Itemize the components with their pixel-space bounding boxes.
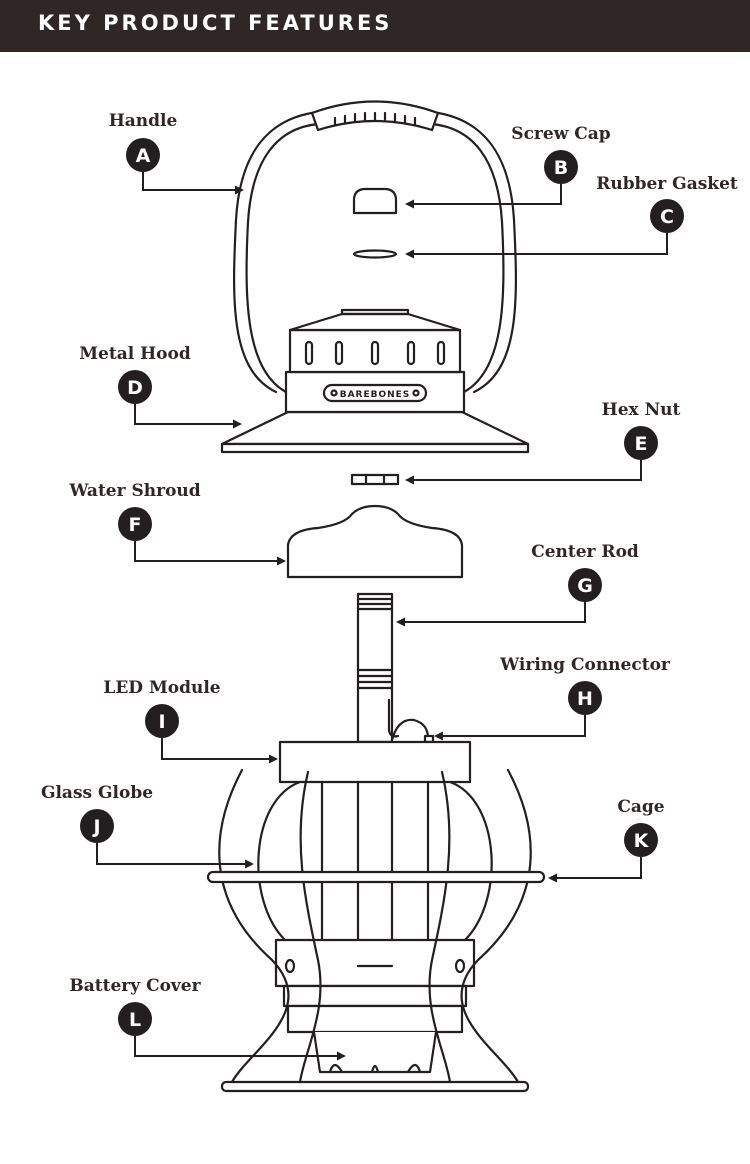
handle-drawing: [232, 100, 518, 394]
badge-l: [118, 1002, 152, 1036]
badge-l-letter: L: [129, 1009, 141, 1031]
feature-label-wiring-connector: Wiring Connector: [499, 655, 671, 675]
badge-c-letter: C: [660, 206, 674, 228]
hex-nut-drawing: [350, 473, 400, 486]
callout-rubber-gasket: Rubber Gasket C: [405, 174, 738, 259]
callout-water-shroud: Water Shroud F: [68, 481, 286, 566]
callout-led-module: LED Module I: [103, 678, 278, 764]
badge-g: [568, 568, 602, 602]
metal-hood-drawing: BAREBONES: [220, 308, 530, 454]
badge-a-letter: A: [136, 145, 151, 167]
brand-text: BAREBONES: [340, 390, 411, 400]
badge-j-letter: J: [91, 816, 100, 838]
pointer-handle-arrow: [235, 185, 244, 195]
badge-c: [650, 199, 684, 233]
pointer-hex-nut: [413, 460, 642, 481]
badge-g-letter: G: [577, 575, 593, 597]
badge-i: [145, 704, 179, 738]
pointer-handle: [142, 172, 236, 191]
glass-globe-drawing: [257, 780, 493, 942]
badge-b-letter: B: [554, 157, 568, 179]
badge-d-letter: D: [127, 377, 143, 399]
pointer-wiring-connector-arrow: [434, 731, 443, 741]
badge-j: [80, 809, 114, 843]
callout-center-rod: Center Rod G: [396, 542, 639, 627]
water-shroud-drawing: [286, 504, 464, 579]
screw-cap-drawing: [352, 187, 398, 215]
callout-metal-hood: Metal Hood D: [79, 344, 242, 429]
pointer-water-shroud-arrow: [277, 556, 286, 566]
pointer-screw-cap: [413, 184, 562, 205]
callout-battery-cover: Battery Cover L: [69, 976, 346, 1061]
pointer-hex-nut-arrow: [405, 475, 414, 485]
badge-e-letter: E: [635, 433, 648, 455]
feature-label-water-shroud: Water Shroud: [68, 481, 200, 501]
badge-k-letter: K: [634, 830, 650, 852]
callout-cage: Cage K: [548, 797, 665, 883]
center-rod-drawing: [356, 592, 400, 744]
feature-label-center-rod: Center Rod: [531, 542, 639, 562]
pointer-water-shroud: [134, 541, 278, 562]
feature-label-cage: Cage: [617, 797, 664, 817]
feature-label-metal-hood: Metal Hood: [79, 344, 191, 364]
pointer-metal-hood-arrow: [233, 419, 242, 429]
feature-label-hex-nut: Hex Nut: [602, 400, 681, 420]
badge-a: [126, 138, 160, 172]
cage-drawing: [206, 768, 546, 1093]
feature-label-handle: Handle: [109, 111, 178, 131]
feature-label-led-module: LED Module: [103, 678, 220, 698]
feature-label-battery-cover: Battery Cover: [69, 976, 201, 996]
pointer-screw-cap-arrow: [405, 199, 414, 209]
pointer-led-module: [161, 738, 270, 760]
page-title: KEY PRODUCT FEATURES: [38, 11, 393, 35]
pointer-battery-cover-arrow: [337, 1051, 346, 1061]
pointer-rubber-gasket: [413, 233, 668, 255]
pointer-rubber-gasket-arrow: [405, 249, 414, 259]
pointer-center-rod: [404, 602, 586, 623]
callout-handle: Handle A: [109, 111, 244, 195]
battery-cover-drawing: [312, 1031, 438, 1074]
callout-glass-globe: Glass Globe J: [41, 783, 254, 869]
pointer-center-rod-arrow: [396, 617, 405, 627]
badge-f-letter: F: [129, 514, 142, 536]
pointer-metal-hood: [134, 404, 234, 425]
rubber-gasket-drawing: [352, 249, 398, 259]
badge-k: [624, 823, 658, 857]
battery-housing-drawing: [274, 938, 476, 1034]
header-bar: KEY PRODUCT FEATURES: [0, 0, 750, 52]
callout-screw-cap: Screw Cap B: [405, 124, 611, 209]
callout-hex-nut: Hex Nut E: [405, 400, 680, 485]
led-module-drawing: [278, 740, 472, 784]
badge-i-letter: I: [158, 711, 165, 733]
badge-h-letter: H: [577, 688, 593, 710]
pointer-led-module-arrow: [269, 754, 278, 764]
pointer-wiring-connector: [442, 715, 586, 737]
wiring-connector-drawing: [390, 718, 435, 744]
badge-e: [624, 426, 658, 460]
callout-wiring-connector: Wiring Connector H: [434, 655, 671, 741]
pointer-battery-cover: [134, 1036, 338, 1057]
badge-f: [118, 507, 152, 541]
badge-h: [568, 681, 602, 715]
feature-label-screw-cap: Screw Cap: [511, 124, 610, 144]
badge-b: [544, 150, 578, 184]
pointer-cage-arrow: [548, 873, 557, 883]
feature-label-glass-globe: Glass Globe: [41, 783, 153, 803]
pointer-glass-globe: [96, 843, 246, 865]
pointer-cage: [556, 857, 642, 879]
pointer-glass-globe-arrow: [245, 859, 254, 869]
badge-d: [118, 370, 152, 404]
feature-label-rubber-gasket: Rubber Gasket: [596, 174, 738, 194]
